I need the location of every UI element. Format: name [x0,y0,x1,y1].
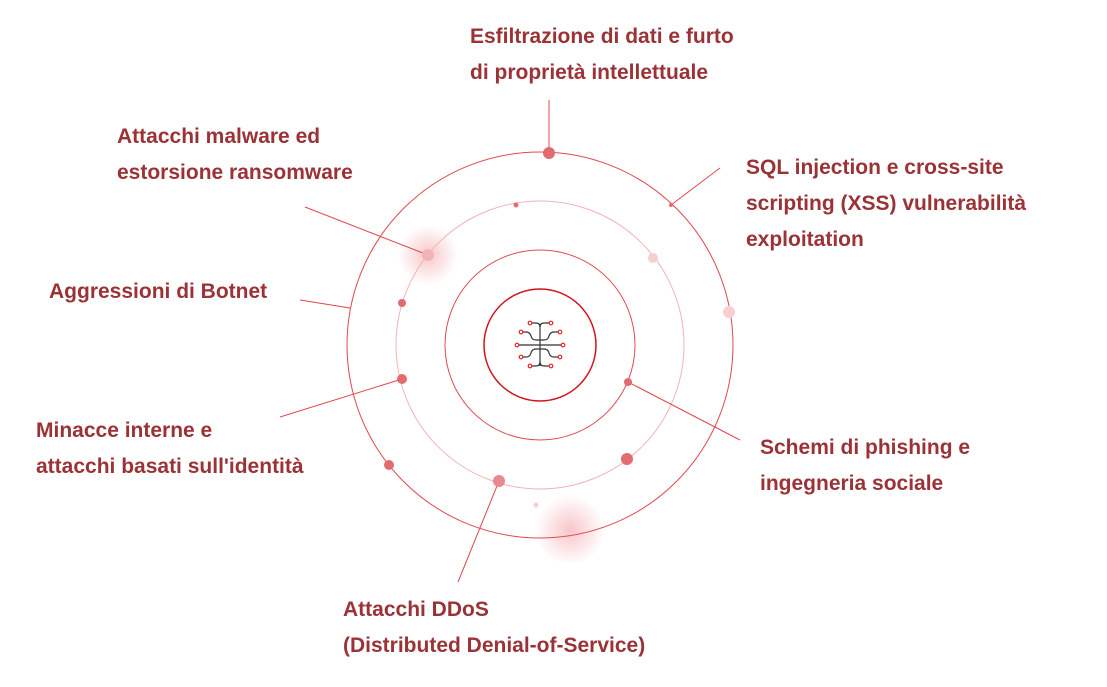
label-line: exploitation [746,228,864,251]
outer-ring [346,151,734,539]
label-line: Aggressioni di Botnet [49,280,268,303]
label-line: Attacchi malware ed [117,125,321,148]
label-ddos: Attacchi DDoS (Distributed Denial-of-Ser… [343,592,645,664]
label-botnet: Aggressioni di Botnet [49,274,267,310]
circuit-brain-icon [514,320,566,369]
label-sql-xss: SQL injection e cross-site scripting (XS… [746,150,1026,258]
label-line: scripting (XSS) vulnerabilità [746,192,1027,215]
label-malware: Attacchi malware ed estorsione ransomwar… [117,119,353,191]
label-line: di proprietà intellettuale [470,61,709,84]
label-line: SQL injection e cross-site [746,156,1004,179]
label-line: ingegneria sociale [760,472,944,495]
label-line: estorsione ransomware [117,161,353,184]
connector-lines [279,100,741,583]
label-exfiltration: Esfiltrazione di dati e furto di proprie… [470,19,734,91]
label-line: attacchi basati sull'identità [36,455,304,478]
label-line: Schemi di phishing e [760,436,971,459]
orbit-dots [384,147,735,508]
middle-ring [395,200,685,490]
glow [535,495,605,565]
label-insider: Minacce interne e attacchi basati sull'i… [36,413,304,485]
inner-ring [444,249,636,441]
label-phishing: Schemi di phishing e ingegneria sociale [760,430,970,502]
label-line: Minacce interne e [36,419,213,442]
label-line: Attacchi DDoS [343,598,489,621]
label-line: (Distributed Denial-of-Service) [343,634,646,657]
core-ring [483,288,597,402]
label-line: Esfiltrazione di dati e furto [470,25,734,48]
